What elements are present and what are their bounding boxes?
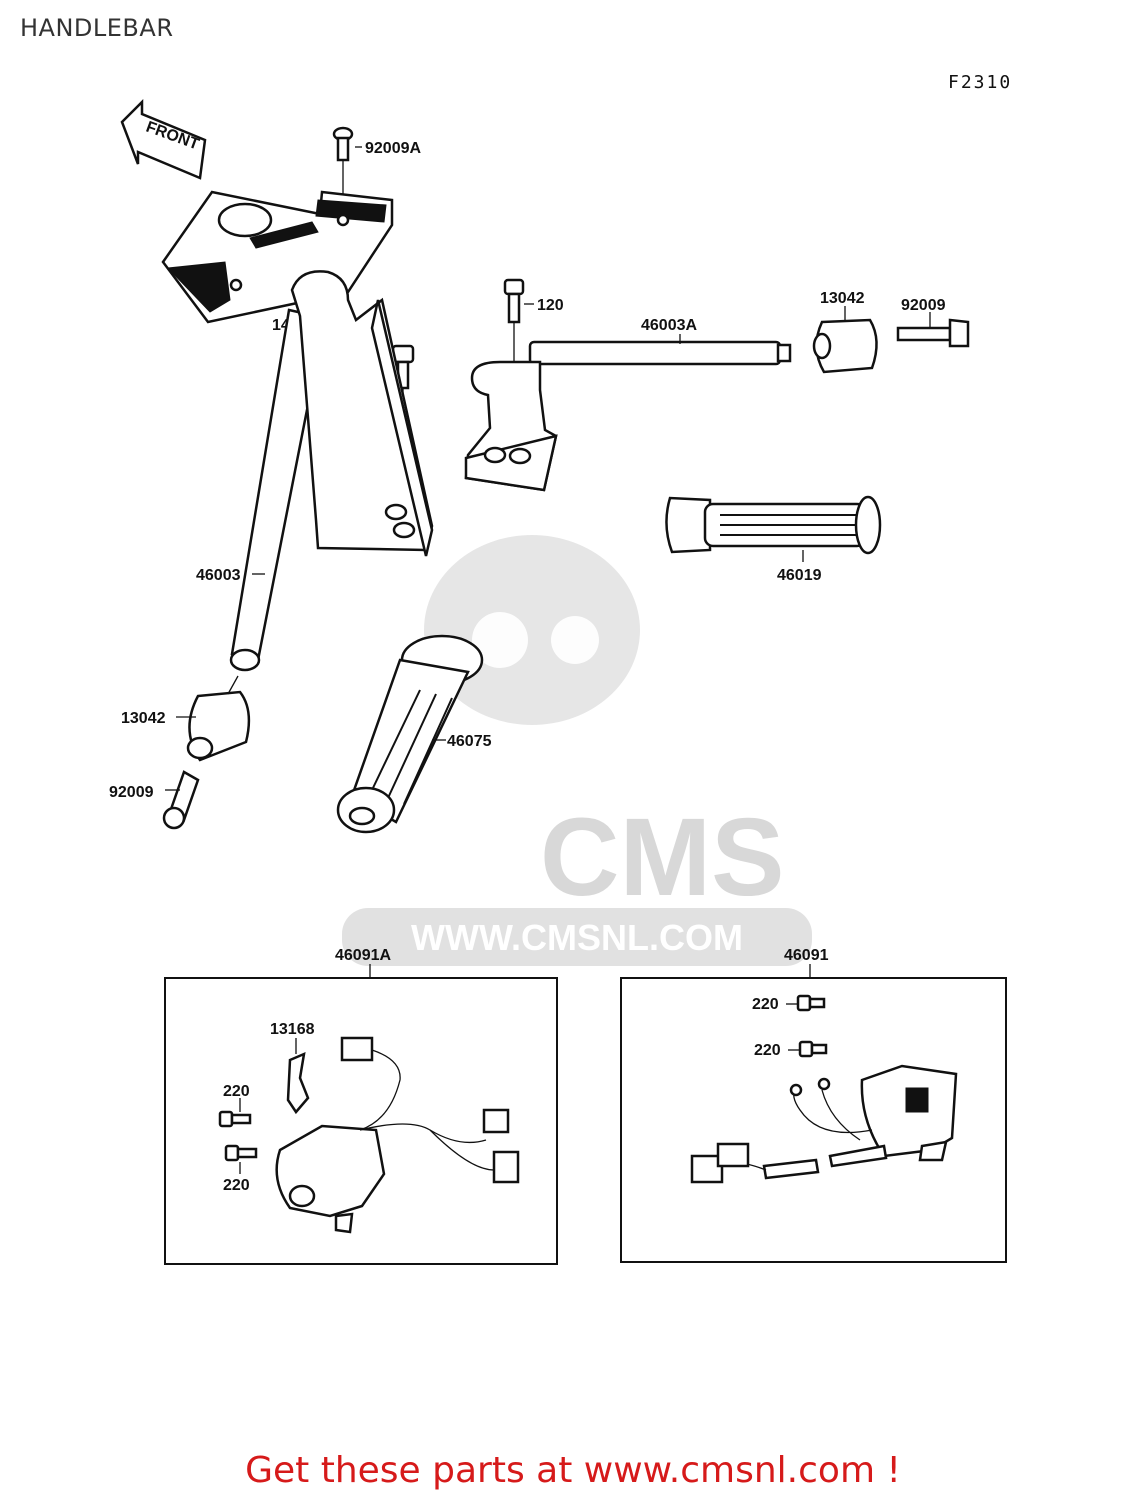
screw-92009-left-icon — [162, 770, 200, 830]
watermark-mascot-icon — [424, 535, 640, 725]
label-220-d: 220 — [754, 1042, 781, 1059]
top-cover-14024-icon — [161, 190, 394, 324]
grip-46019-icon — [665, 495, 882, 562]
bar-end-13042-left-icon — [176, 675, 251, 762]
watermark-brand: CMS — [540, 796, 784, 919]
label-46003a: 46003A — [641, 317, 697, 334]
page-title: HANDLEBAR — [20, 14, 174, 42]
label-13168: 13168 — [270, 1021, 315, 1038]
label-46075: 46075 — [447, 733, 492, 750]
label-13042-right: 13042 — [820, 290, 865, 307]
label-220-c: 220 — [752, 996, 779, 1013]
handlebar-46003-icon — [229, 270, 434, 672]
watermark-url: WWW.CMSNL.COM — [411, 917, 743, 958]
screw-92009a-icon — [332, 126, 362, 218]
label-220-a: 220 — [223, 1083, 250, 1100]
bar-end-13042-right-icon — [812, 306, 878, 374]
label-120-top: 120 — [537, 297, 564, 314]
figure-code: F2310 — [948, 72, 1013, 93]
footer-cta-link[interactable]: Get these parts at www.cmsnl.com ! — [245, 1450, 901, 1491]
switch-box-46091 — [620, 964, 1007, 1263]
label-220-b: 220 — [223, 1177, 250, 1194]
label-92009a: 92009A — [365, 140, 421, 157]
label-46091: 46091 — [784, 947, 829, 964]
label-46003: 46003 — [196, 567, 241, 584]
label-46019: 46019 — [777, 567, 822, 584]
screw-92009-right-icon — [896, 312, 970, 348]
label-92009-right: 92009 — [901, 297, 946, 314]
grip-46075-icon — [336, 634, 484, 834]
label-92009-left: 92009 — [109, 784, 154, 801]
switch-box-46091a — [164, 964, 558, 1265]
front-arrow-icon: FRONT — [120, 98, 207, 180]
label-13042-left: 13042 — [121, 710, 166, 727]
handlebar-46003a-icon — [464, 334, 792, 492]
parts-diagram: CMS WWW.CMSNL.COM FRONT 92009A 14024 120 — [109, 98, 1007, 1265]
watermark: CMS WWW.CMSNL.COM — [342, 535, 812, 966]
label-46091a: 46091A — [335, 947, 391, 964]
